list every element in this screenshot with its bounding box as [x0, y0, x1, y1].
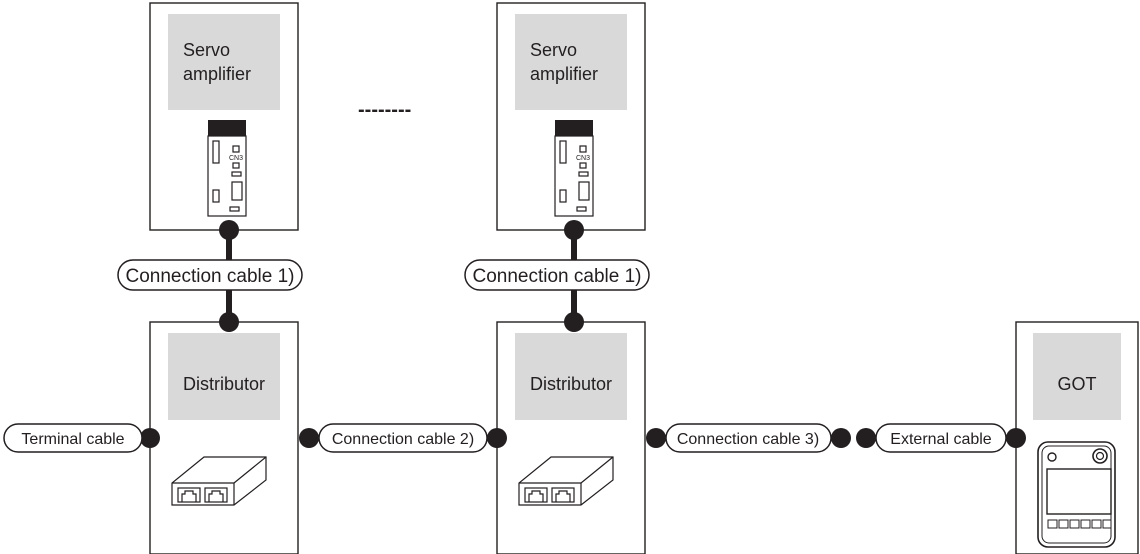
connection-cable-1-label-left: Connection cable 1) — [117, 259, 303, 291]
svg-text:Connection cable 1): Connection cable 1) — [473, 266, 642, 287]
connection-cable-3-right-connector — [831, 428, 851, 448]
servo-amplifier-2-panel — [515, 14, 627, 110]
servo-amplifier-1-port-tag: CN3 — [229, 155, 243, 162]
distributor-2-icon — [518, 456, 614, 506]
svg-text:Terminal cable: Terminal cable — [21, 431, 124, 448]
servo-amplifier-1-label-line2: amplifier — [183, 64, 251, 84]
got-unit: GOT — [1015, 321, 1139, 554]
servo-amplifier-2-port-tag: CN3 — [576, 155, 590, 162]
connection-cable-2-label: Connection cable 2) — [318, 423, 488, 453]
servo-amplifier-2-label-line1: Servo — [530, 40, 577, 60]
external-cable-right-connector — [1006, 428, 1026, 448]
got-panel — [1033, 333, 1121, 420]
svg-text:Connection cable 2): Connection cable 2) — [332, 431, 474, 448]
distributor-1: Distributor — [149, 321, 299, 554]
terminal-cable-label: Terminal cable — [3, 423, 143, 453]
terminal-cable-connector — [140, 428, 160, 448]
svg-text:External cable: External cable — [890, 431, 991, 448]
distributor-2-panel — [515, 333, 627, 420]
got-handheld-icon — [1037, 441, 1116, 548]
servo-amplifier-2: Servo amplifier CN3 — [496, 2, 646, 231]
servo-amplifier-2-label-line2: amplifier — [530, 64, 598, 84]
servo-amplifier-1-label-line1: Servo — [183, 40, 230, 60]
connection-cable-3-label: Connection cable 3) — [665, 423, 832, 453]
distributor-1-panel — [168, 333, 280, 420]
distributor-1-label: Distributor — [183, 374, 265, 394]
connection-cable-2-right-connector — [487, 428, 507, 448]
external-cable-left-connector — [856, 428, 876, 448]
distributor-2: Distributor — [496, 321, 646, 554]
svg-text:Connection cable 3): Connection cable 3) — [677, 431, 819, 448]
servo-amplifier-1-panel — [168, 14, 280, 110]
external-cable-label: External cable — [875, 423, 1007, 453]
servo-amplifier-1-icon: CN3 — [207, 120, 247, 217]
distributor-2-label: Distributor — [530, 374, 612, 394]
servo-amplifier-1: Servo amplifier CN3 — [149, 2, 299, 231]
servo-amplifier-2-icon: CN3 — [554, 120, 594, 217]
connection-cable-3-left-connector — [646, 428, 666, 448]
ellipsis-dashes: -------- — [358, 99, 411, 121]
distributor-1-icon — [171, 456, 267, 506]
svg-text:Connection cable 1): Connection cable 1) — [126, 266, 295, 287]
connection-cable-1-label-right: Connection cable 1) — [464, 259, 650, 291]
got-label: GOT — [1058, 374, 1097, 394]
connection-cable-2-left-connector — [299, 428, 319, 448]
